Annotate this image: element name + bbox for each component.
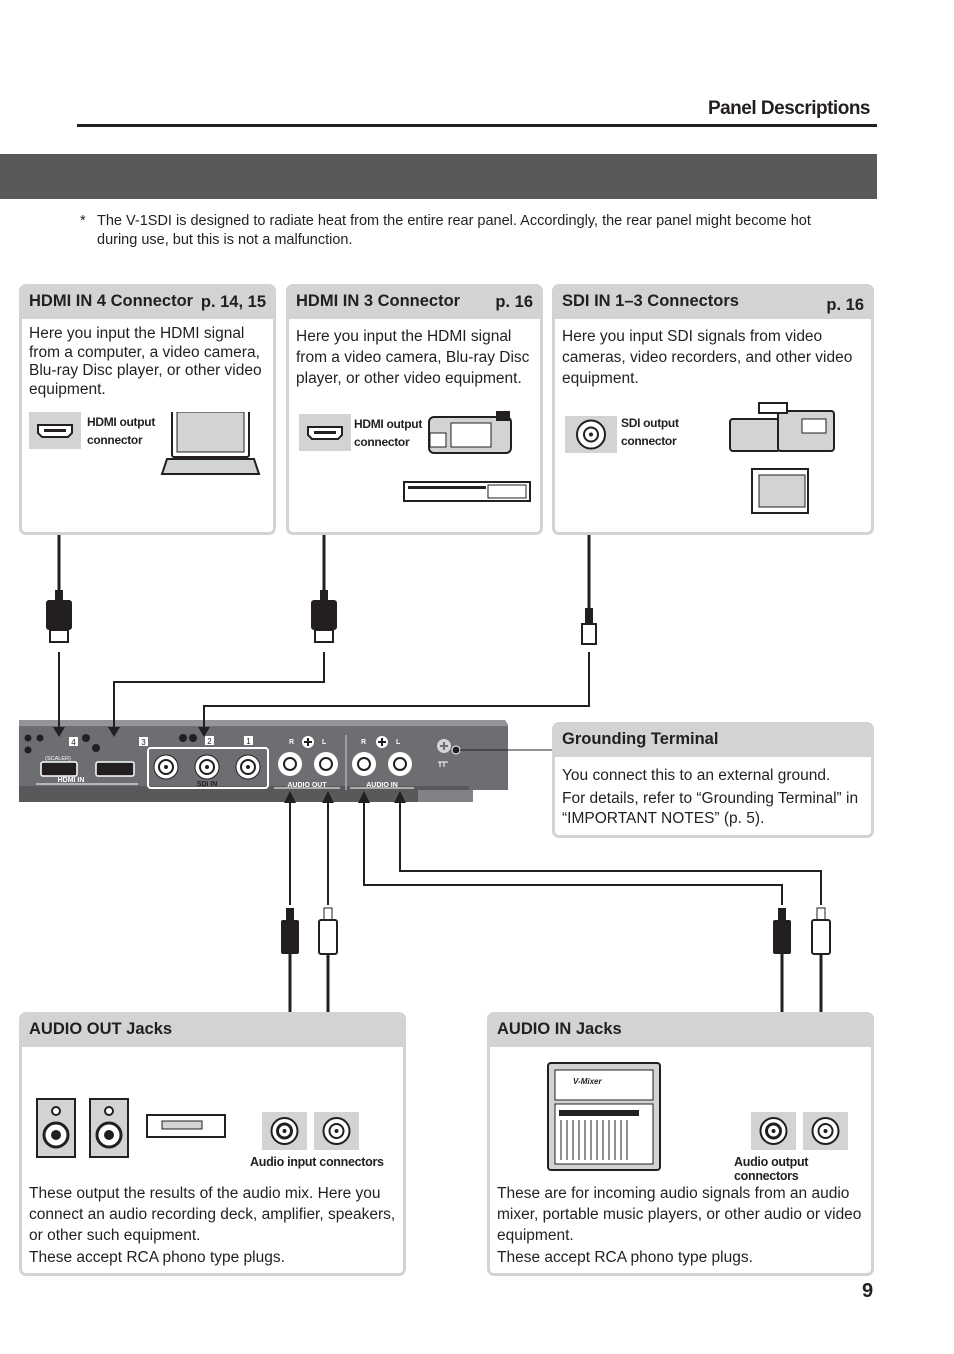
audio-in-header: AUDIO IN Jacks [490, 1015, 871, 1047]
panel-label-4: 4 [71, 738, 76, 747]
sdi-connector-icon [565, 416, 617, 453]
heat-note: * The V-1SDI is designed to radiate heat… [80, 212, 850, 250]
rear-panel-illustration: HDMI IN (SCALER) 4 3 2 1 SDI IN R L AUDI… [19, 720, 508, 802]
audio-out-header: AUDIO OUT Jacks [22, 1015, 403, 1047]
audio-in-box: AUDIO IN Jacks V-Mixer Audio output conn… [487, 1012, 874, 1276]
panel-label-3: 3 [141, 738, 146, 747]
hdmi-in-3-connector-label-1: HDMI output [354, 417, 423, 431]
monitor-icon [751, 468, 809, 514]
hdmi-in-4-page-ref: p. 14, 15 [200, 293, 266, 311]
sdi-in-description: Here you input SDI signals from video ca… [562, 328, 853, 387]
audio-in-arrows [358, 791, 822, 905]
grounding-terminal-line-1: You connect this to an external ground. [562, 767, 831, 784]
hdmi-in-4-box: HDMI IN 4 Connector p. 14, 15 Here you i… [19, 284, 276, 535]
video-camera-icon [428, 411, 512, 454]
panel-label-hdmi-in: HDMI IN [58, 777, 85, 784]
audio-out-description: These output the results of the audio mi… [29, 1185, 396, 1244]
note-text: The V-1SDI is designed to radiate heat f… [97, 213, 811, 248]
hdmi-in-4-connector-label-1: HDMI output [87, 415, 156, 429]
grounding-terminal-line-2: For details, refer to “Grounding Termina… [562, 790, 859, 827]
sdi-in-box: SDI IN 1–3 Connectors p. 16 Here you inp… [552, 284, 874, 535]
rca-jack-icon [751, 1112, 848, 1150]
laptop-icon [160, 412, 261, 475]
panel-label-l-in: L [396, 739, 401, 746]
panel-label-2: 2 [207, 737, 212, 746]
hdmi-in-4-connector-label-2: connector [87, 433, 143, 447]
grounding-terminal-header: Grounding Terminal [555, 725, 871, 757]
hdmi-connector-icon [29, 412, 81, 449]
hdmi-in-4-header: HDMI IN 4 Connector p. 14, 15 [22, 287, 273, 319]
sdi-in-connector-label-2: connector [621, 434, 677, 448]
audio-out-box: AUDIO OUT Jacks Audio input connectors T… [19, 1012, 406, 1276]
hdmi-in-3-description: Here you input the HDMI signal from a vi… [296, 328, 530, 387]
sdi-in-header: SDI IN 1–3 Connectors p. 16 [555, 287, 871, 319]
panel-label-scaler: (SCALER) [45, 756, 71, 762]
sdi-in-page-ref: p. 16 [826, 296, 864, 314]
sdi-in-title: SDI IN 1–3 Connectors [562, 292, 739, 310]
sdi-in-connector-label-1: SDI output [621, 416, 679, 430]
mixer-logo-text: V-Mixer [573, 1077, 602, 1086]
panel-label-audio-in: AUDIO IN [366, 782, 398, 789]
panel-label-audio-out: AUDIO OUT [287, 782, 327, 789]
audio-in-title: AUDIO IN Jacks [497, 1020, 622, 1038]
hdmi-in-4-description: Here you input the HDMI signal from a co… [29, 325, 262, 398]
grounding-terminal-title: Grounding Terminal [562, 730, 719, 748]
header-rule [77, 124, 877, 127]
page-number: 9 [862, 1280, 874, 1302]
section-band [0, 154, 877, 199]
audio-out-arrows [284, 791, 334, 905]
audio-in-connector-label: Audio output connectors [734, 1155, 809, 1183]
speaker-icon [36, 1098, 129, 1158]
page-header-title: Panel Descriptions [707, 98, 871, 119]
panel-label-1: 1 [246, 737, 251, 746]
audio-in-description-2: These accept RCA phono type plugs. [497, 1249, 753, 1266]
audio-out-title: AUDIO OUT Jacks [29, 1020, 173, 1038]
hdmi-connector-icon [299, 414, 351, 451]
panel-label-l-out: L [322, 739, 327, 746]
audio-mixer-icon: V-Mixer [547, 1062, 661, 1171]
audio-out-connector-label: Audio input connectors [250, 1155, 384, 1169]
hdmi-in-4-title: HDMI IN 4 Connector [29, 292, 194, 310]
hdmi-in-3-box: HDMI IN 3 Connector p. 16 Here you input… [286, 284, 543, 535]
panel-label-r-in: R [361, 739, 366, 746]
grounding-terminal-box: Grounding Terminal You connect this to a… [552, 722, 874, 838]
audio-in-description: These are for incoming audio signals fro… [497, 1185, 862, 1244]
hdmi-in-3-header: HDMI IN 3 Connector p. 16 [289, 287, 540, 319]
pro-video-camera-icon [729, 402, 835, 452]
rca-jack-icon [262, 1112, 359, 1150]
hdmi-in-3-connector-label-2: connector [354, 435, 410, 449]
panel-label-r-out: R [289, 739, 294, 746]
recording-deck-icon [146, 1114, 226, 1138]
bluray-player-icon [403, 481, 531, 502]
hdmi-in-3-title: HDMI IN 3 Connector [296, 292, 461, 310]
audio-out-description-2: These accept RCA phono type plugs. [29, 1249, 285, 1266]
note-marker: * [80, 213, 86, 229]
panel-label-sdi-in: SDI IN [197, 781, 218, 788]
hdmi-in-3-page-ref: p. 16 [495, 293, 533, 311]
